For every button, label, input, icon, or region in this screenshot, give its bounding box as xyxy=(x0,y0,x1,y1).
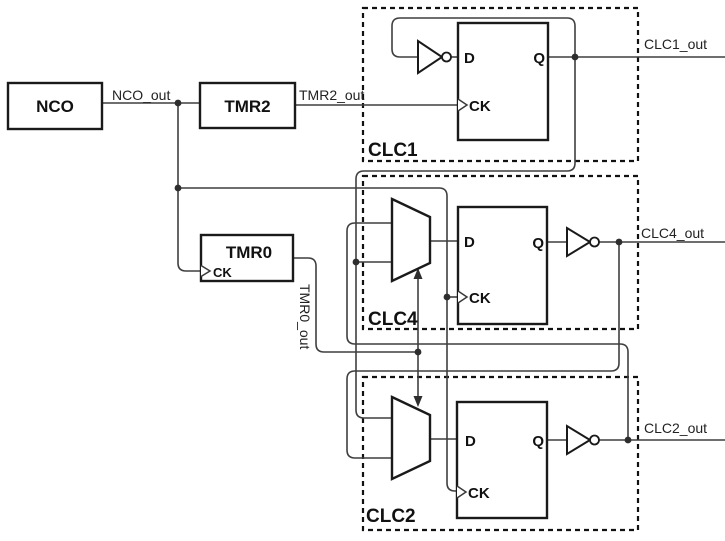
junction-dot xyxy=(624,436,632,444)
tmr0-ck-pin-label: CK xyxy=(213,265,232,280)
clc2-out-label: CLC2_out xyxy=(644,420,707,436)
clc2-label: CLC2 xyxy=(366,506,416,527)
clc2-ck-pin: CK xyxy=(468,485,490,502)
wire-clc2-feedback xyxy=(346,222,629,440)
wire-tmr0-ck xyxy=(177,188,201,272)
clc4-mux xyxy=(390,197,432,283)
junction-dot xyxy=(414,348,422,356)
clc1-flipflop xyxy=(456,21,550,142)
clc4-clock-triangle xyxy=(457,290,469,304)
clc4-label: CLC4 xyxy=(368,309,418,330)
nco-label: NCO xyxy=(36,97,74,116)
tmr0-out-label: TMR0_out xyxy=(297,284,313,349)
tmr2-label: TMR2 xyxy=(224,97,270,116)
wire-clc1-loop xyxy=(355,57,576,419)
junction-dot xyxy=(174,184,182,192)
wire-nco-clock-line xyxy=(178,187,457,492)
clc2-clock-triangle xyxy=(456,485,468,499)
clc2-q-pin: Q xyxy=(532,433,544,450)
clc4-q-pin: Q xyxy=(532,235,544,252)
tmr0-block xyxy=(199,233,295,283)
clc2-d-pin: D xyxy=(465,433,476,450)
clc4-box xyxy=(361,174,640,331)
select-arrowhead-down xyxy=(413,396,423,407)
clc1-inverter xyxy=(417,39,444,75)
clc1-label: CLC1 xyxy=(368,140,418,161)
junction-dot xyxy=(615,238,623,246)
clc1-inverter-bubble xyxy=(441,51,452,63)
clc4-d-pin: D xyxy=(464,234,475,251)
nco-out-label: NCO_out xyxy=(112,87,170,103)
clc4-inverter xyxy=(566,226,592,258)
wire-clc4-feedback xyxy=(346,242,620,459)
clc1-clock-triangle xyxy=(457,98,469,112)
clc4-inverter-bubble xyxy=(589,236,600,248)
clc2-inverter xyxy=(566,424,592,456)
clc1-box xyxy=(361,6,640,163)
clc4-out-label: CLC4_out xyxy=(641,225,704,241)
junction-dot xyxy=(571,53,579,61)
junction-dot xyxy=(352,258,360,266)
tmr0-label: TMR0 xyxy=(226,243,272,262)
clc4-flipflop xyxy=(456,205,549,326)
clc2-inverter-bubble xyxy=(589,434,600,446)
clc1-out-label: CLC1_out xyxy=(644,36,707,52)
tmr2-out-label: TMR2_out xyxy=(299,87,364,103)
tmr2-block xyxy=(198,81,297,130)
tmr0-clock-triangle xyxy=(200,264,212,278)
clc4-ck-pin: CK xyxy=(469,290,491,307)
wire-tmr0-out xyxy=(293,257,418,353)
wire-clc1-feedback xyxy=(391,17,576,58)
clc2-flipflop xyxy=(455,400,549,520)
select-arrowhead-up xyxy=(413,268,423,279)
clc2-mux xyxy=(390,395,432,481)
clc2-box xyxy=(361,375,640,532)
junction-dot xyxy=(174,99,182,107)
junction-dot xyxy=(443,293,451,301)
clc1-q-pin: Q xyxy=(533,50,545,67)
clc1-d-pin: D xyxy=(464,50,475,67)
clc1-ck-pin: CK xyxy=(469,98,491,115)
nco-block xyxy=(6,81,104,131)
